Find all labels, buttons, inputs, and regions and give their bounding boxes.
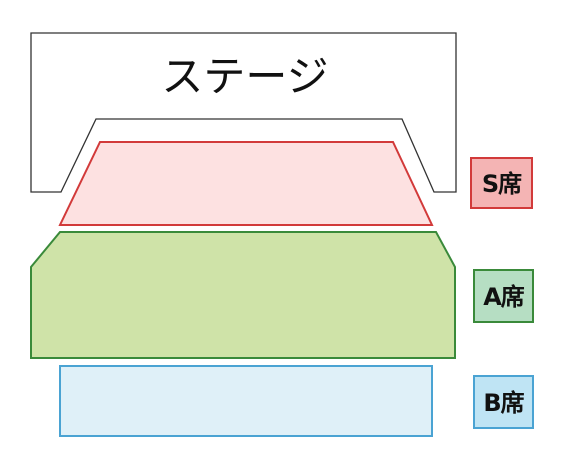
- legend-s: S席: [470, 157, 533, 209]
- section-a[interactable]: [30, 231, 456, 359]
- legend-b-label: B席: [483, 389, 524, 417]
- legend-a: A席: [473, 269, 534, 323]
- legend-a-label: A席: [483, 283, 525, 311]
- legend-b-box: [473, 375, 534, 429]
- section-b[interactable]: [59, 365, 433, 437]
- legend-s-label: S席: [482, 170, 522, 198]
- legend-s-box: [470, 157, 533, 209]
- legend-b: B席: [473, 375, 534, 429]
- stage-label: ステージ: [161, 52, 328, 101]
- stage-outline: [30, 32, 457, 193]
- section-s[interactable]: [58, 141, 434, 226]
- legend-a-box: [473, 269, 534, 323]
